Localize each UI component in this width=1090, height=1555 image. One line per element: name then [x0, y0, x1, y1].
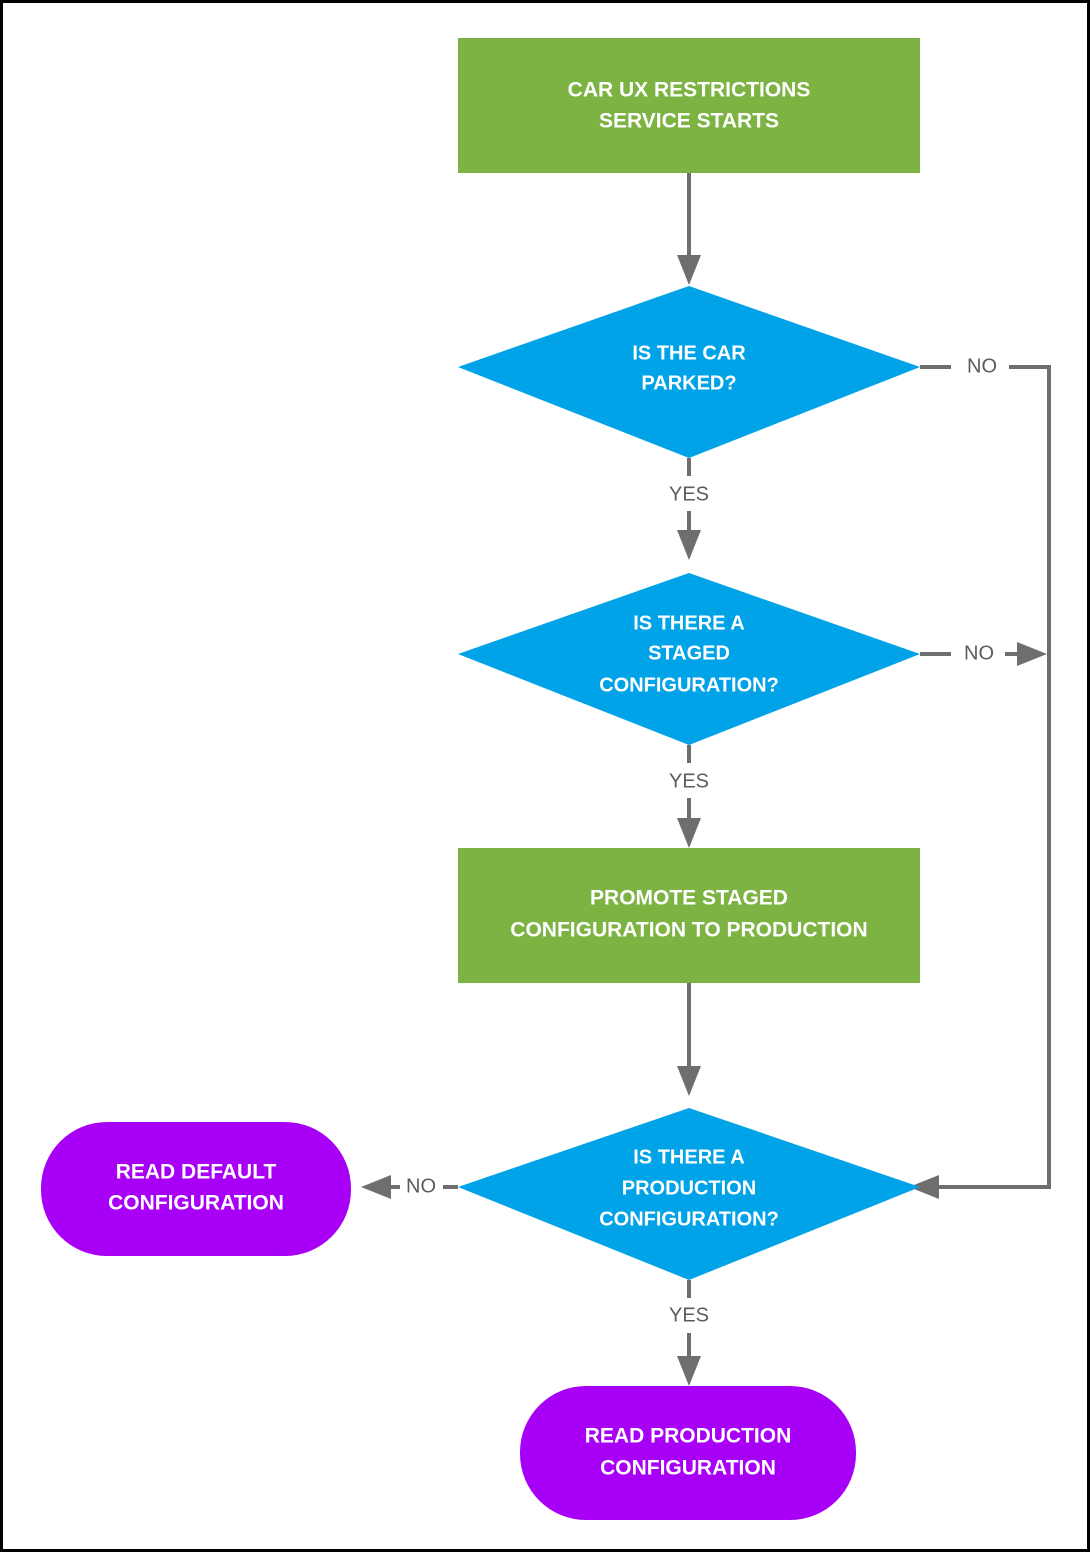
read-production-label-line-1: READ PRODUCTION: [585, 1425, 792, 1448]
edge-promote-to-production: [677, 983, 701, 1096]
promote-staged-shape: [458, 848, 920, 983]
read-default-label-line-1: READ DEFAULT: [116, 1161, 277, 1184]
connector-layer: [361, 173, 1051, 1386]
read-production-shape: [520, 1386, 856, 1520]
staged-config-label-line-1: IS THERE A: [633, 612, 745, 634]
edge-parked-no: [909, 365, 1051, 1199]
edge-label-staged-no: NO: [964, 642, 994, 664]
car-parked-shape: [458, 286, 920, 458]
node-read-default[interactable]: READ DEFAULT CONFIGURATION: [41, 1122, 351, 1256]
production-config-shape: [458, 1108, 920, 1280]
staged-config-label-line-3: CONFIGURATION?: [599, 674, 779, 696]
start-label-line-2: SERVICE STARTS: [599, 110, 779, 133]
edge-production-yes: [677, 1280, 701, 1386]
node-production-config[interactable]: IS THERE A PRODUCTION CONFIGURATION?: [458, 1108, 920, 1280]
edge-production-no: [361, 1175, 458, 1199]
edge-start-to-parked: [677, 173, 701, 285]
edge-label-parked-yes: YES: [669, 483, 709, 505]
read-default-label-line-2: CONFIGURATION: [108, 1192, 284, 1215]
edge-parked-yes: [677, 458, 701, 560]
flowchart-canvas: YES NO YES NO NO YES CAR UX RESTRICTIONS…: [41, 38, 1051, 1520]
car-parked-label-line-1: IS THE CAR: [632, 342, 746, 364]
node-promote-staged[interactable]: PROMOTE STAGED CONFIGURATION TO PRODUCTI…: [458, 848, 920, 983]
read-default-shape: [41, 1122, 351, 1256]
start-label-line-1: CAR UX RESTRICTIONS: [568, 79, 811, 102]
node-start[interactable]: CAR UX RESTRICTIONS SERVICE STARTS: [458, 38, 920, 173]
edge-label-production-no: NO: [406, 1175, 436, 1197]
staged-config-shape: [458, 573, 920, 745]
staged-config-label-line-2: STAGED: [648, 642, 730, 664]
edge-staged-yes: [677, 745, 701, 848]
edge-label-staged-yes: YES: [669, 770, 709, 792]
edge-label-parked-no: NO: [967, 355, 997, 377]
car-parked-label-line-2: PARKED?: [641, 372, 736, 394]
promote-staged-label-line-2: CONFIGURATION TO PRODUCTION: [510, 919, 867, 942]
edge-staged-no: [920, 642, 1047, 666]
read-production-label-line-2: CONFIGURATION: [600, 1457, 776, 1480]
node-car-parked[interactable]: IS THE CAR PARKED?: [458, 286, 920, 458]
node-read-production[interactable]: READ PRODUCTION CONFIGURATION: [520, 1386, 856, 1520]
production-config-label-line-1: IS THERE A: [633, 1146, 745, 1168]
production-config-label-line-2: PRODUCTION: [622, 1177, 756, 1199]
production-config-label-line-3: CONFIGURATION?: [599, 1208, 779, 1230]
node-staged-config[interactable]: IS THERE A STAGED CONFIGURATION?: [458, 573, 920, 745]
start-shape: [458, 38, 920, 173]
promote-staged-label-line-1: PROMOTE STAGED: [590, 887, 788, 910]
edge-label-production-yes: YES: [669, 1304, 709, 1326]
